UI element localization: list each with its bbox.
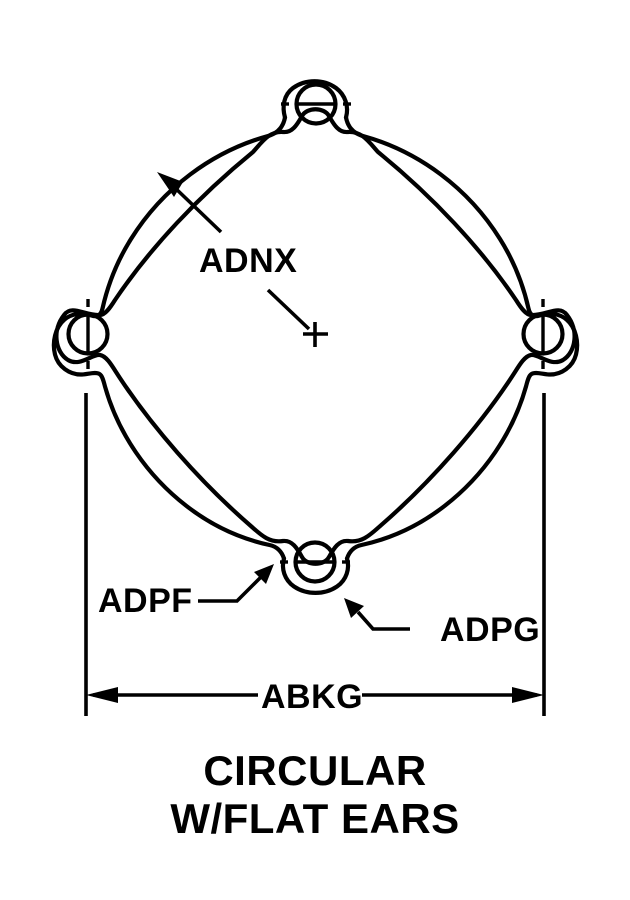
adpg-leader-line [356,610,410,631]
mounting-holes-group [66,82,565,584]
adpg-arrowhead [344,598,364,618]
adnx-upper-leader-line [170,183,223,234]
abkg-arrowhead-right [512,687,544,703]
adpg-callout-group: ADPG [344,598,540,649]
adnx-lower-leader-line [266,288,311,331]
title-line-1: CIRCULAR [203,747,426,794]
top-hole-group [281,82,351,126]
center-mark-group [303,322,328,347]
abkg-label: ABKG [261,678,363,716]
abkg-arrowhead-left [86,687,118,703]
abkg-dimension-group: ABKG [84,393,546,716]
adpg-label: ADPG [440,611,540,649]
adpf-arrowhead [254,564,274,584]
adnx-arrowhead [157,172,183,197]
bottom-hole-group [280,540,350,584]
body-and-ears-outline [51,115,288,561]
right-hole-group [521,299,565,369]
left-hole-group [66,299,110,369]
bottom-ear-boss [280,556,351,595]
adpf-label: ADPF [98,582,193,620]
right-lower-body-arc [343,115,580,561]
body-outline-path [54,107,577,566]
adnx-label: ADNX [199,242,297,280]
adnx-callout-group: ADNX [157,172,311,331]
part-outline-group [54,107,577,566]
adpf-callout-group: ADPF [98,564,274,620]
top-ear-boss [281,79,350,120]
adpf-leader-line [198,574,264,603]
silhouette-group [51,79,580,595]
title-group: CIRCULAR W/FLAT EARS [170,747,459,842]
title-line-2: W/FLAT EARS [170,795,459,842]
